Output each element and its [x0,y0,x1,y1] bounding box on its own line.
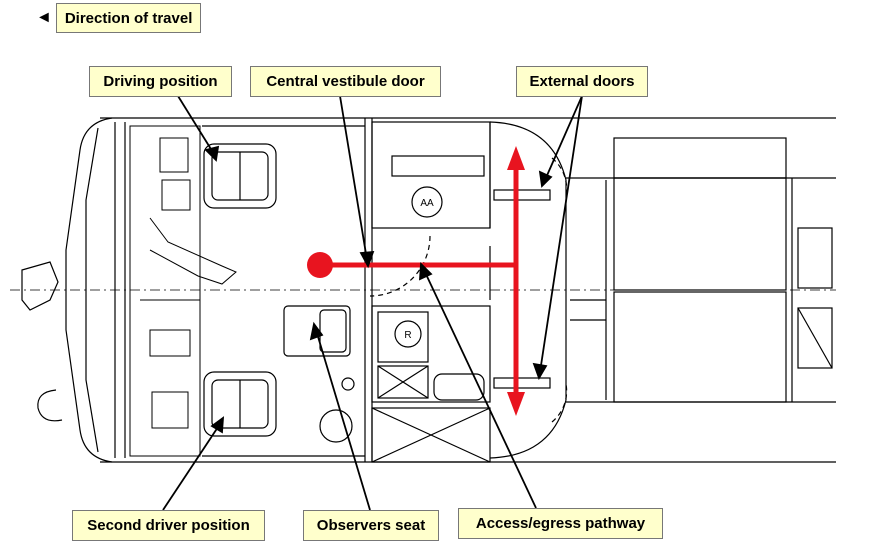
saloon-section [566,137,836,403]
leader-lines [162,95,583,511]
r-mark: R [404,330,411,341]
down-arrowhead-icon [507,392,525,416]
driving-desk [129,125,237,457]
second-driver-seat [203,371,277,437]
up-arrowhead-icon [507,146,525,170]
direction-legend: ◄ Direction of travel [36,3,202,33]
central-vestibule-door-label: Central vestibule door [250,66,441,97]
access-pathway-label: Access/egress pathway [458,508,663,539]
access-pathway [307,146,525,416]
driving-position-label: Driving position [89,66,232,97]
second-driver-position-label: Second driver position [72,510,265,541]
aa-mark: AA [420,198,434,209]
direction-label: Direction of travel [55,3,202,33]
external-doors-label: External doors [516,66,648,97]
driver-seat [203,143,277,209]
cab-partition [202,118,373,462]
left-arrow-icon: ◄ [36,9,52,26]
vestibule-compartments [369,121,568,463]
observers-seat-label: Observers seat [303,510,439,541]
start-dot [307,252,333,278]
